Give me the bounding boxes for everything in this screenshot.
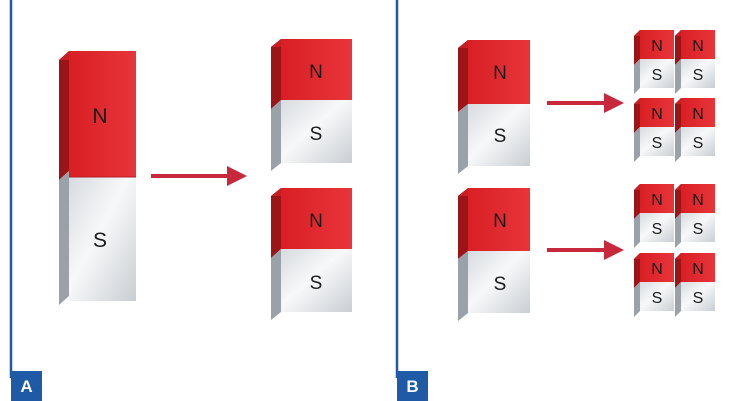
pole-label-s: S xyxy=(494,274,507,295)
large-magnet: N S xyxy=(59,51,136,305)
panel-a: N S N S N S xyxy=(59,39,352,320)
pole-label-s: S xyxy=(494,126,507,147)
pole-label-n: N xyxy=(692,261,704,278)
pole-label-s: S xyxy=(310,273,323,294)
pole-label-s: S xyxy=(652,67,663,84)
medium-magnet-bottom: N S xyxy=(458,188,530,321)
pole-label-n: N xyxy=(651,261,663,278)
pole-label-n: N xyxy=(309,62,323,83)
half-magnet-bottom: N S xyxy=(271,188,352,320)
small-magnet: NS xyxy=(675,98,715,162)
panel-b-label: B xyxy=(397,371,428,401)
pole-label-n: N xyxy=(651,192,663,209)
small-magnet: NS xyxy=(675,253,715,317)
magnet-south-face xyxy=(69,177,136,301)
pole-label-s: S xyxy=(652,290,663,307)
pole-label-s: S xyxy=(93,229,107,252)
pole-label-n: N xyxy=(651,106,663,123)
small-magnet: NS xyxy=(634,253,674,317)
pole-label-n: N xyxy=(493,211,507,232)
magnet-side-south xyxy=(59,171,69,305)
pole-label-s: S xyxy=(693,290,704,307)
medium-magnet-top: N S xyxy=(458,40,530,174)
panel-a-label-text: A xyxy=(20,377,32,396)
panel-a-label: A xyxy=(11,371,42,401)
magnet-north-face xyxy=(69,51,136,177)
pole-label-s: S xyxy=(310,124,323,145)
small-magnet: NS xyxy=(634,30,674,94)
pole-label-n: N xyxy=(692,192,704,209)
small-magnet: NS xyxy=(675,30,715,94)
small-magnet: NS xyxy=(634,184,674,248)
pole-label-s: S xyxy=(693,135,704,152)
small-magnet: NS xyxy=(675,184,715,248)
pole-label-n: N xyxy=(692,106,704,123)
pole-label-n: N xyxy=(309,211,323,232)
pole-label-n: N xyxy=(92,105,107,128)
pole-label-s: S xyxy=(693,221,704,238)
pole-label-n: N xyxy=(692,38,704,55)
pole-label-n: N xyxy=(493,63,507,84)
magnet-side-north xyxy=(59,51,69,180)
pole-label-n: N xyxy=(651,38,663,55)
pole-label-s: S xyxy=(652,135,663,152)
small-magnet: NS xyxy=(634,98,674,162)
pole-label-s: S xyxy=(693,67,704,84)
pole-label-s: S xyxy=(652,221,663,238)
panel-frame xyxy=(9,0,399,378)
half-magnet-top: N S xyxy=(271,39,352,171)
panel-b-label-text: B xyxy=(406,377,418,396)
